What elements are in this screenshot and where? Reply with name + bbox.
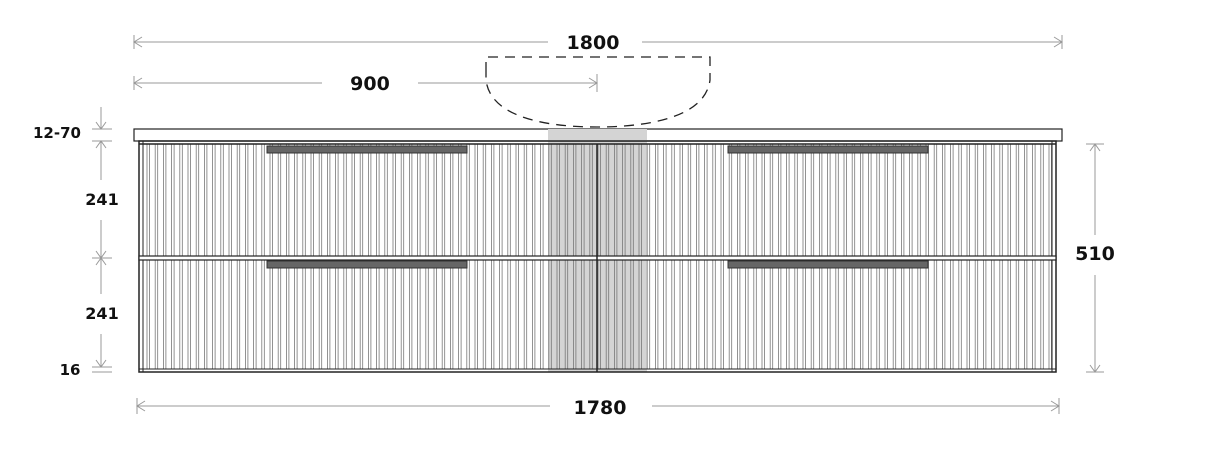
label-241-upper: 241 [85,190,118,209]
label-510: 510 [1075,243,1115,265]
dimension-basin-center: 900 [133,73,598,95]
fluted-front [146,144,1052,369]
label-900: 900 [350,73,390,95]
label-1780: 1780 [574,397,627,419]
dimension-cabinet-height: 510 [1075,143,1115,373]
basin-outline [485,56,711,128]
label-12-70: 12-70 [33,124,81,142]
drawer-handle [727,260,929,269]
label-1800: 1800 [567,32,620,54]
drawer-handle [727,145,929,154]
dimension-overall-width: 1800 [133,32,1063,54]
label-241-lower: 241 [85,304,118,323]
drawer-handle [266,145,468,154]
label-16: 16 [60,361,81,379]
basin-zone-top [548,129,647,141]
drawer-handle [266,260,468,269]
dimension-left-heights: 12-70 241 241 16 [33,107,119,379]
dimension-cabinet-width: 1780 [136,397,1060,419]
